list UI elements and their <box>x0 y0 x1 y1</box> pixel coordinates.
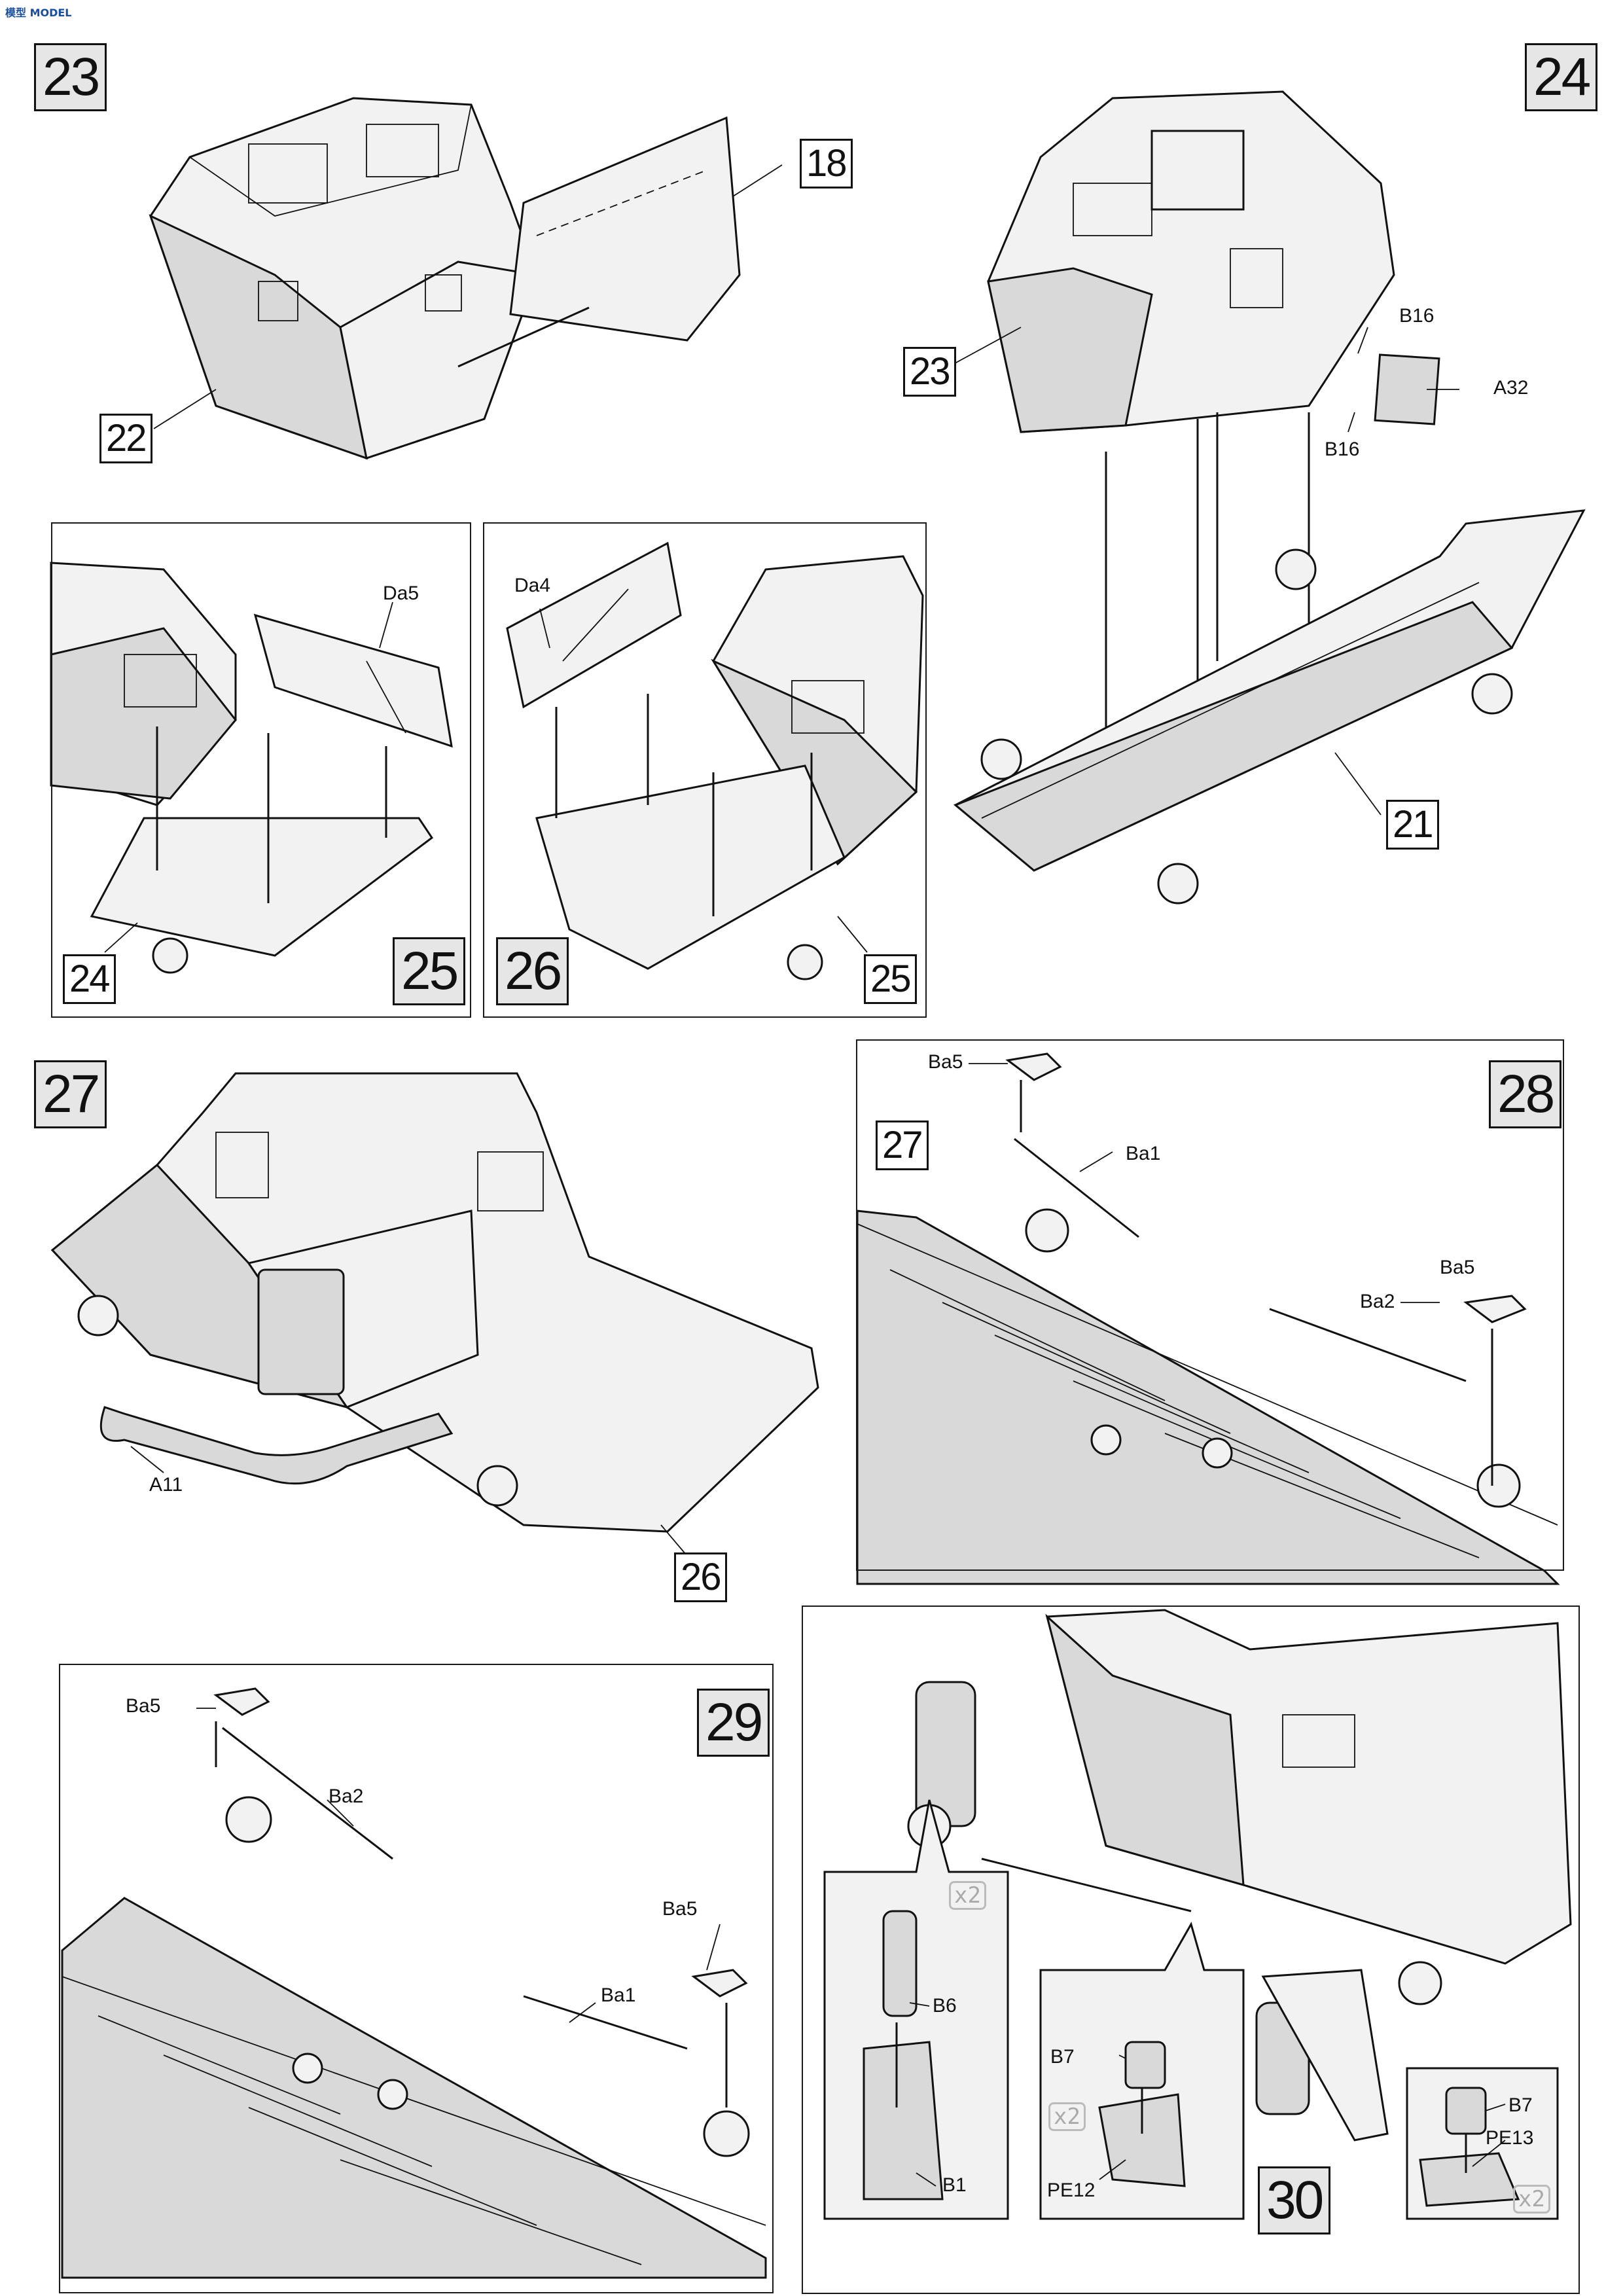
part-label-ba5-28a: Ba5 <box>928 1051 963 1073</box>
step28-drawing <box>856 1052 1560 1585</box>
part-label-ba2-29: Ba2 <box>329 1785 364 1807</box>
step-number-25: 25 <box>393 937 466 1005</box>
ref-step-22: 22 <box>99 414 152 463</box>
part-label-b7-right: B7 <box>1508 2094 1533 2116</box>
quantity-badge-b7-right: x2 <box>1513 2185 1550 2214</box>
step-number-30: 30 <box>1258 2166 1331 2234</box>
part-label-b1: B1 <box>942 2174 967 2196</box>
step30-drawing <box>823 1609 1572 2220</box>
ref-step-18: 18 <box>800 139 853 188</box>
ref-step-24: 24 <box>63 954 116 1004</box>
leader-lines <box>104 164 1506 2187</box>
ref-step-26: 26 <box>674 1552 727 1602</box>
step27-drawing <box>50 1072 819 1533</box>
part-label-ba5-29a: Ba5 <box>126 1695 161 1717</box>
watermark-logo: 模型 MODEL <box>5 7 72 19</box>
step30-frame <box>802 1605 1580 2294</box>
step-number-29: 29 <box>697 1689 770 1757</box>
step29-drawing <box>61 1687 767 2279</box>
step-number-26: 26 <box>496 937 569 1005</box>
step-number-27: 27 <box>34 1060 107 1128</box>
part-label-b16-bottom: B16 <box>1325 439 1360 460</box>
part-label-b16-top: B16 <box>1399 305 1435 327</box>
part-label-pe12: PE12 <box>1047 2179 1096 2201</box>
part-label-a11: A11 <box>149 1474 183 1496</box>
step-number-28: 28 <box>1489 1060 1562 1128</box>
step23-hull-drawing <box>149 97 741 460</box>
part-label-a32: A32 <box>1493 377 1529 399</box>
part-label-ba2-28: Ba2 <box>1360 1291 1395 1312</box>
step-number-24: 24 <box>1525 43 1598 111</box>
part-label-pe13: PE13 <box>1486 2127 1534 2149</box>
part-label-ba1-29: Ba1 <box>601 1984 636 2006</box>
ref-step-27: 27 <box>876 1121 929 1170</box>
step29-frame <box>59 1664 774 2293</box>
part-label-ba5-29b: Ba5 <box>662 1898 698 1920</box>
ref-step-25: 25 <box>864 954 917 1004</box>
step26-drawing <box>506 541 924 980</box>
part-label-ba5-28b: Ba5 <box>1440 1257 1475 1278</box>
quantity-badge-b6: x2 <box>949 1881 986 1910</box>
ref-step-21: 21 <box>1386 800 1439 850</box>
part-label-b6: B6 <box>933 1995 957 2017</box>
step28-frame <box>856 1039 1564 1571</box>
quantity-badge-b7-left: x2 <box>1048 2102 1086 2131</box>
step-number-23: 23 <box>34 43 107 111</box>
step24-hull-drawing <box>954 90 1586 905</box>
part-label-da5: Da5 <box>383 583 419 604</box>
part-label-da4: Da4 <box>514 575 551 596</box>
ref-step-23: 23 <box>903 347 956 397</box>
step25-frame <box>51 522 471 1018</box>
step26-frame <box>483 522 927 1018</box>
part-label-ba1-28: Ba1 <box>1126 1143 1161 1164</box>
part-label-b7-left: B7 <box>1050 2046 1075 2068</box>
